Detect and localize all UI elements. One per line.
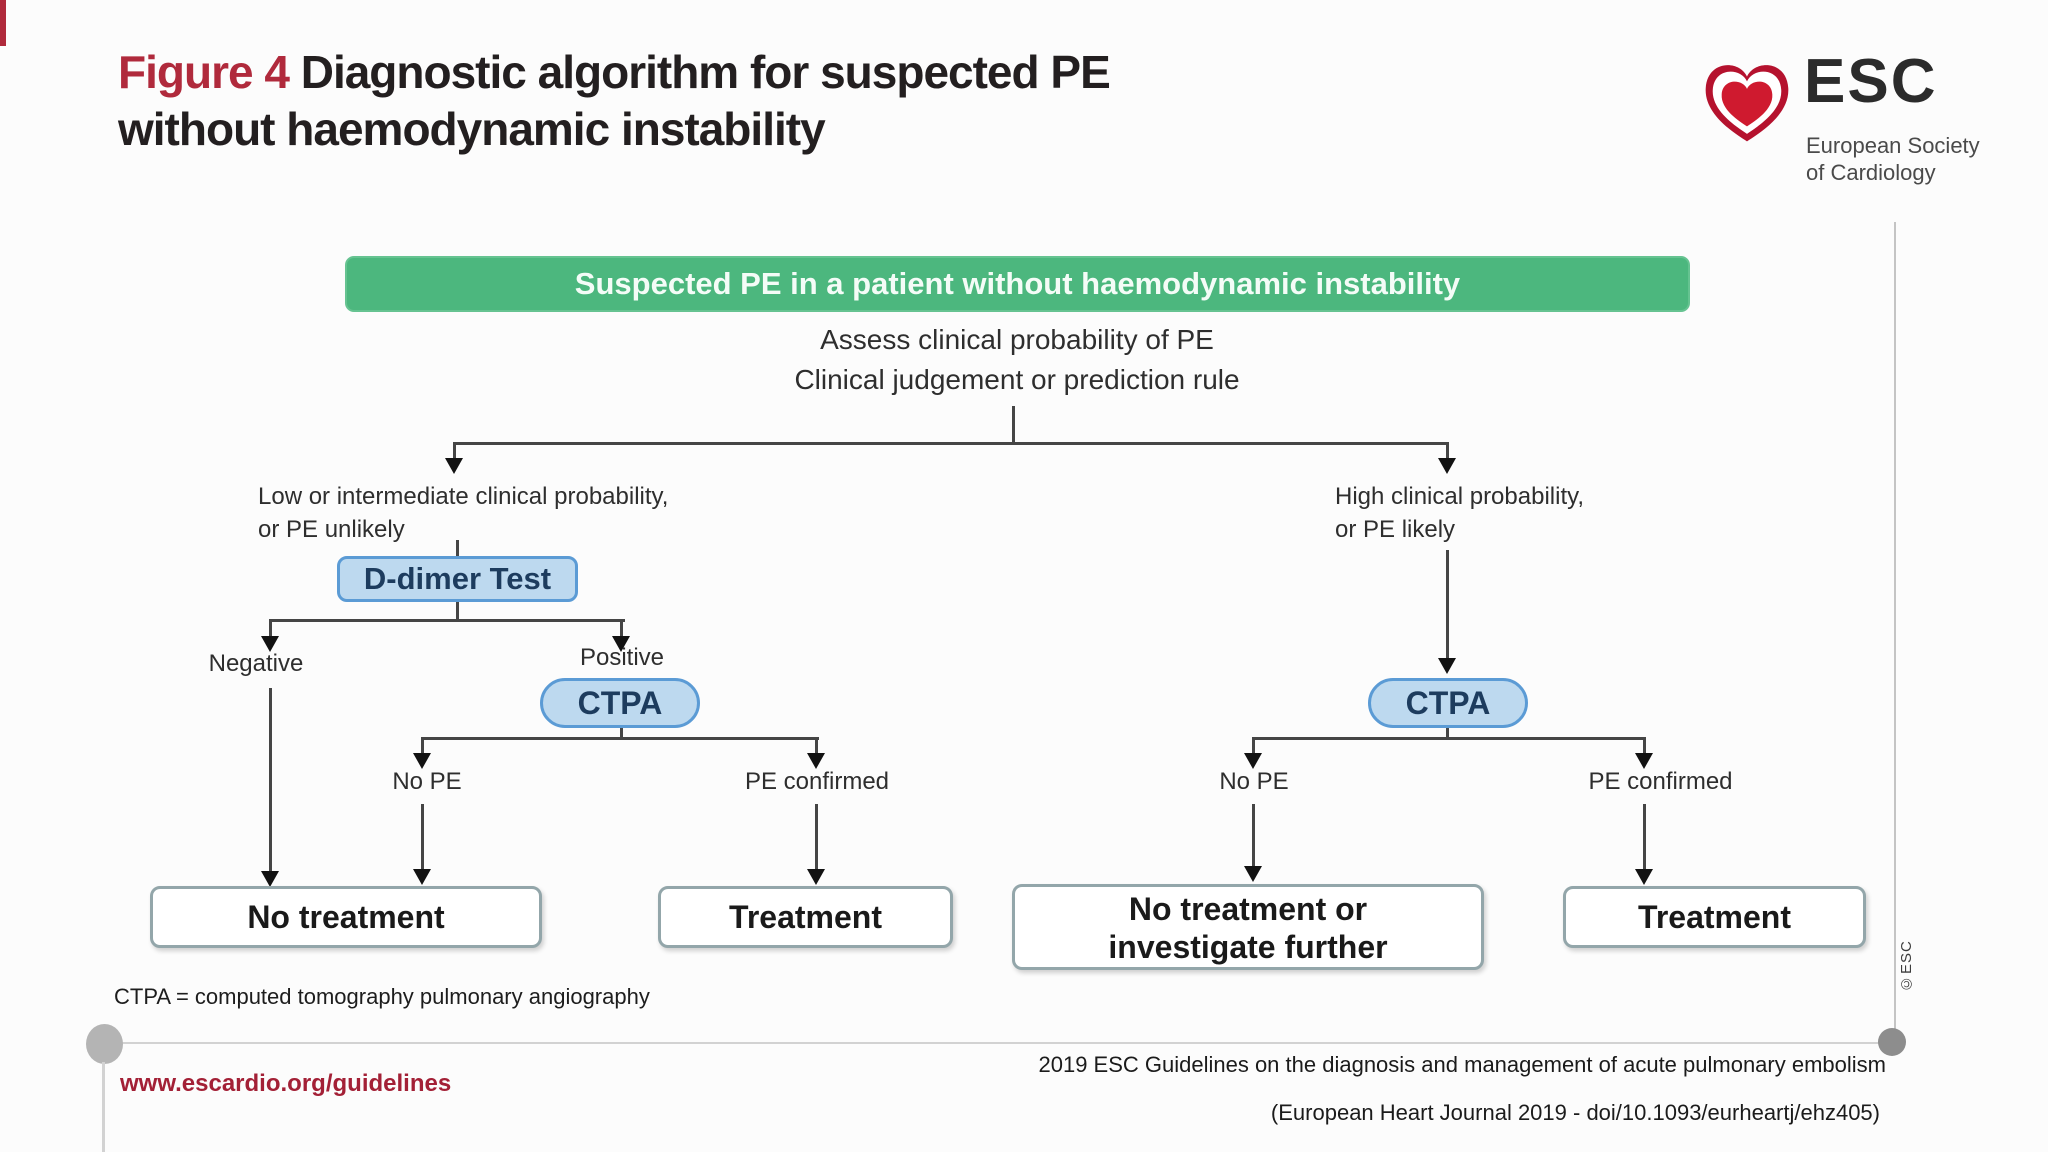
connector-to-ddimer	[456, 540, 459, 556]
outcome-treatment-box-right: Treatment	[1563, 886, 1866, 948]
low-probability-line1: Low or intermediate clinical probability…	[258, 483, 669, 510]
guidelines-link[interactable]: www.escardio.org/guidelines	[120, 1070, 452, 1097]
connector-ctpa-left-stem	[620, 728, 623, 739]
outcome-no-treatment-investigate-box: No treatment or investigate further	[1012, 884, 1484, 970]
esc-heart-icon	[1705, 65, 1789, 142]
pe-confirmed-label-right: PE confirmed	[1588, 768, 1733, 795]
clinical-judgement-text: Clinical judgement or prediction rule	[794, 364, 1240, 395]
connector-ctpa-left-split	[421, 737, 819, 740]
arrowhead-positive	[612, 636, 630, 652]
arrowhead-ctpa-right	[1438, 658, 1456, 674]
high-probability-line2: or PE likely	[1335, 516, 1456, 543]
connector-pec-right-drop	[1643, 737, 1646, 753]
no-pe-label-left: No PE	[392, 768, 462, 795]
arrowhead-pec-left	[807, 753, 825, 769]
no-pe-label-right: No PE	[1219, 768, 1289, 795]
high-probability-line1: High clinical probability,	[1335, 483, 1584, 510]
outcome-noinv-line2: investigate further	[1108, 929, 1388, 965]
esc-subtitle-line2: of Cardiology	[1806, 160, 1936, 185]
arrowhead-nope-right-outcome	[1244, 866, 1262, 882]
title-line2: without haemodynamic instability	[118, 103, 826, 155]
connector-ddimer-stem	[456, 602, 459, 619]
connector-high-to-ctpa	[1446, 550, 1449, 658]
page-title: Figure 4 Diagnostic algorithm for suspec…	[118, 44, 1111, 158]
root-node-banner: Suspected PE in a patient without haemod…	[345, 256, 1690, 312]
connector-negative-line	[269, 688, 272, 872]
connector-left-drop	[453, 442, 456, 460]
arrowhead-pec-right-outcome	[1635, 869, 1653, 885]
connector-root-split	[453, 442, 1449, 445]
connector-negative-drop	[269, 619, 272, 636]
esc-copyright-vertical: ©ESC	[1898, 940, 1915, 992]
connector-nope-left-drop	[421, 737, 424, 753]
right-separator-line	[1894, 222, 1896, 1042]
arrowhead-pec-right	[1635, 753, 1653, 769]
footer-divider	[104, 1042, 1894, 1044]
arrowhead-pec-left-outcome	[807, 869, 825, 885]
ctpa-node-right: CTPA	[1368, 678, 1528, 728]
outcome-no-treatment-box: No treatment	[150, 886, 542, 948]
assess-probability-text: Assess clinical probability of PE	[820, 324, 1214, 355]
negative-result-label: Negative	[208, 650, 304, 677]
connector-root-stem	[1012, 406, 1015, 442]
arrowhead-negative-outcome	[261, 871, 279, 887]
connector-nope-left-line	[421, 804, 424, 870]
arrowhead-right-branch	[1438, 458, 1456, 474]
pe-confirmed-label-left: PE confirmed	[744, 768, 890, 795]
arrowhead-nope-left	[413, 753, 431, 769]
d-dimer-test-node: D-dimer Test	[337, 556, 578, 602]
footer-left-tail-line	[102, 1062, 105, 1152]
low-probability-label: Low or intermediate clinical probability…	[258, 480, 668, 546]
footer-dot-right	[1878, 1028, 1906, 1056]
connector-nope-right-line	[1252, 804, 1255, 868]
esc-subtitle: European Society of Cardiology	[1806, 132, 1980, 186]
connector-ctpa-right-split	[1252, 737, 1646, 740]
outcome-treatment-box-left: Treatment	[658, 886, 953, 948]
citation-line2: (European Heart Journal 2019 - doi/10.10…	[1270, 1100, 1880, 1125]
title-line1: Figure 4 Diagnostic algorithm for suspec…	[118, 44, 1111, 101]
connector-positive-drop	[620, 619, 623, 636]
low-probability-line2: or PE unlikely	[258, 516, 405, 543]
connector-ddimer-split	[269, 619, 625, 622]
connector-nope-right-drop	[1252, 737, 1255, 753]
esc-logo: ESC European Society of Cardiology	[1700, 47, 2030, 200]
ctpa-footnote: CTPA = computed tomography pulmonary ang…	[114, 984, 650, 1009]
arrowhead-left-branch	[445, 458, 463, 474]
connector-ctpa-right-stem	[1446, 728, 1449, 739]
esc-acronym: ESC	[1804, 47, 1938, 116]
connector-right-drop	[1446, 442, 1449, 460]
esc-subtitle-line1: European Society	[1806, 133, 1980, 158]
arrowhead-nope-right	[1244, 753, 1262, 769]
arrowhead-nope-left-outcome	[413, 869, 431, 885]
high-probability-label: High clinical probability, or PE likely	[1335, 480, 1584, 546]
connector-pec-left-drop	[815, 737, 818, 753]
outcome-noinv-line1: No treatment or	[1128, 891, 1368, 927]
figure-label: Figure 4	[118, 46, 290, 98]
arrowhead-negative	[261, 636, 279, 652]
connector-pec-right-line	[1643, 804, 1646, 870]
slide-edge-accent	[0, 0, 6, 46]
connector-pec-left-line	[815, 804, 818, 870]
title-text: Diagnostic algorithm for suspected PE	[288, 46, 1111, 98]
ctpa-node-left: CTPA	[540, 678, 700, 728]
footer-dot-left	[86, 1024, 123, 1064]
citation-line1: 2019 ESC Guidelines on the diagnosis and…	[1038, 1052, 1886, 1077]
positive-result-label: Positive	[579, 644, 665, 671]
